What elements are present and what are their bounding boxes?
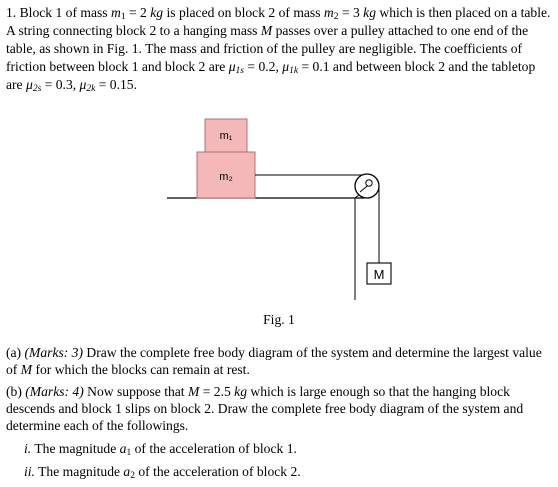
problem-intro: 1. Block 1 of mass m1 = 2 kg is placed o… [6,5,551,94]
hanging-mass [366,262,392,285]
hanging-mass-label: M [374,267,385,282]
pulley-support [354,190,365,199]
block-2 [196,151,256,199]
block-2-label: m₂ [219,171,232,183]
problem-number: 1. [6,5,17,20]
pulley-arm [359,181,373,193]
part-b: (b) (Marks: 4) Now suppose that M = 2.5 … [6,384,524,433]
figure-caption: Fig. 1 [263,312,295,327]
pulley-axle [365,179,373,187]
sub-item-ii: ii. The magnitude a2 of the acceleration… [24,464,301,481]
block-1 [204,118,248,153]
part-a: (a) (Marks: 3) Draw the complete free bo… [6,345,542,377]
sub-item-i: i. The magnitude a1 of the acceleration … [24,441,297,458]
block-1-label: m₁ [220,130,233,142]
pulley [354,173,380,199]
